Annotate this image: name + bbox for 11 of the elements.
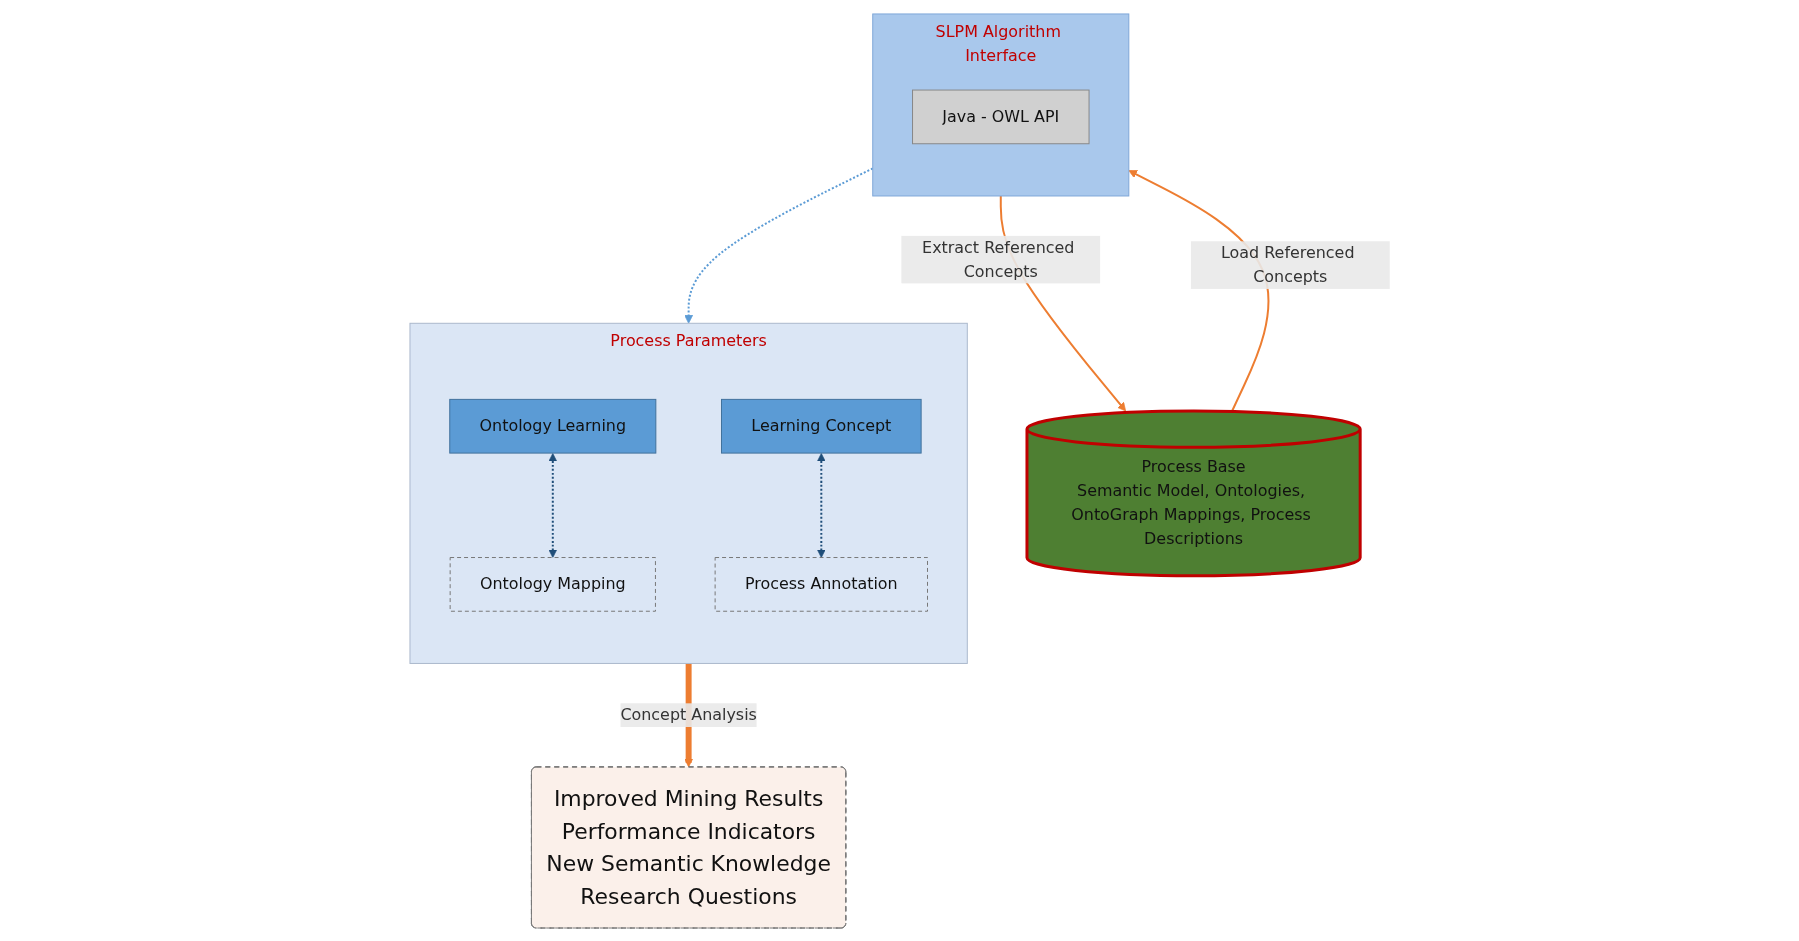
edge-label: Load Referenced Concepts: [1220, 242, 1355, 286]
arrow: [683, 166, 874, 324]
node-box: Learning Concept: [720, 398, 922, 454]
arrow: [816, 452, 826, 558]
node-box: Java - OWL API: [911, 89, 1090, 144]
arrow: [548, 452, 557, 558]
node-box: Process Annotation: [714, 556, 928, 612]
node-box: Ontology Learning: [448, 398, 656, 454]
edge-label: Concept Analysis: [620, 704, 757, 724]
node-box: Ontology Mapping: [449, 556, 656, 612]
edge-label: Extract Referenced Concepts: [921, 237, 1075, 281]
